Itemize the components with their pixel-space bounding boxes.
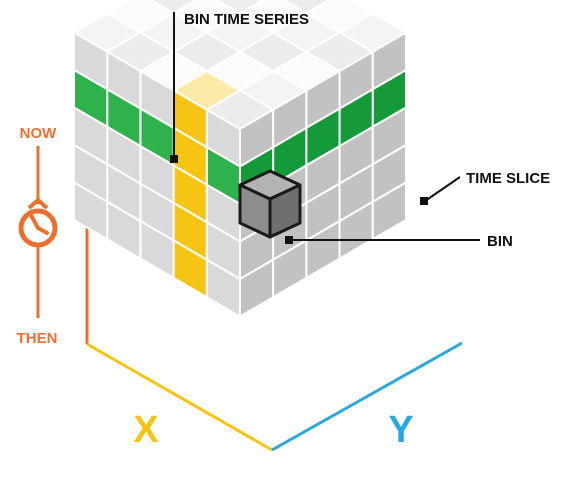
y-axis-label: Y (388, 409, 413, 451)
cube-left-cell (73, 181, 109, 241)
bin-marker (285, 236, 293, 244)
time-slice-marker (420, 197, 428, 205)
then-label: THEN (17, 330, 58, 347)
y-axis-line (271, 341, 463, 452)
x-axis-label: X (133, 409, 159, 451)
time-legend: NOW THEN (17, 125, 58, 347)
bin-right-face (268, 183, 302, 239)
time-slice-label: TIME SLICE (466, 170, 550, 187)
bin-time-series-marker (170, 155, 178, 163)
now-label: NOW (20, 125, 58, 142)
bin-label: BIN (487, 233, 513, 250)
cube-right-cell (371, 181, 407, 241)
time-slice-leader (424, 176, 461, 202)
space-time-cube (73, 0, 407, 318)
bin-time-series-label: BIN TIME SERIES (184, 11, 309, 28)
x-axis-line (86, 342, 273, 452)
callouts: BIN TIME SERIES TIME SLICE BIN (170, 11, 550, 250)
clock-icon (18, 197, 58, 248)
bin-highlight-cube (238, 169, 302, 239)
